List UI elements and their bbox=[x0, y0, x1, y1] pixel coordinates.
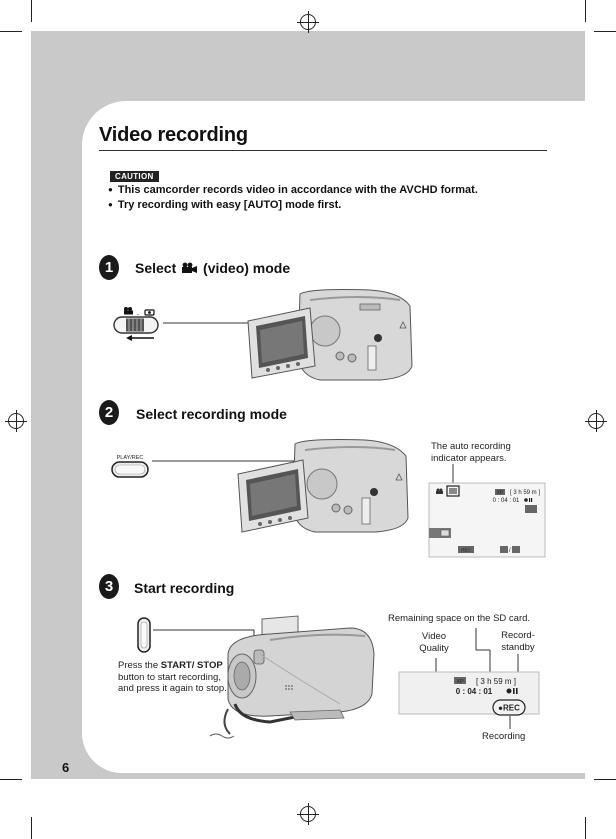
annotation-line: standby bbox=[501, 642, 535, 653]
start-stop-button[interactable] bbox=[136, 616, 152, 654]
page-title: Video recording bbox=[99, 124, 248, 146]
lcd-remaining: [ 3 h 59 m ] bbox=[476, 677, 516, 686]
recording-label: Recording bbox=[482, 731, 526, 742]
step-title-1-pre: Select bbox=[135, 260, 177, 276]
registration-mark bbox=[5, 410, 27, 432]
title-divider bbox=[99, 150, 547, 151]
camcorder-illustration bbox=[163, 289, 413, 381]
mode-switch[interactable]: . bbox=[110, 304, 166, 344]
start-stop-label: START/ STOP bbox=[160, 660, 223, 671]
video-camera-icon bbox=[182, 262, 198, 273]
registration-mark bbox=[585, 410, 607, 432]
start-stop-instruction: Press the START/ STOP button to start re… bbox=[118, 660, 228, 695]
registration-mark bbox=[297, 11, 319, 33]
instruction-text: button to start recording, and press it … bbox=[118, 671, 227, 695]
lcd-screen-recording: XP [ 3 h 59 m ] 0 : 04 : 01 ●REC bbox=[398, 628, 540, 729]
svg-text:/: / bbox=[509, 548, 511, 554]
svg-text:.: . bbox=[137, 308, 139, 317]
camcorder-illustration bbox=[153, 615, 375, 739]
step-number-3: 3 bbox=[99, 574, 119, 599]
auto-indicator-annotation: The auto recording indicator appears. bbox=[431, 441, 511, 465]
annotation-line: Record- bbox=[501, 630, 535, 641]
crop-mark bbox=[585, 817, 586, 839]
lcd-quality: XP bbox=[497, 490, 504, 496]
lcd-time: 0 : 04 : 01 bbox=[456, 687, 493, 696]
lcd-quality: XP bbox=[456, 679, 464, 685]
camcorder-illustration bbox=[152, 439, 409, 533]
annotation-line: The auto recording bbox=[431, 441, 511, 452]
step-title-2: Select recording mode bbox=[136, 406, 287, 422]
step-title-1: Select (video) mode bbox=[135, 260, 290, 276]
caution-item: This camcorder records video in accordan… bbox=[108, 183, 478, 198]
annotation-line: Quality bbox=[419, 643, 449, 654]
lcd-remaining: [ 3 h 59 m ] bbox=[510, 490, 540, 496]
lcd-rec: REC bbox=[461, 548, 471, 553]
step-number-2: 2 bbox=[99, 400, 119, 425]
video-mode-icon bbox=[436, 488, 443, 494]
play-rec-label: PLAY/REC bbox=[117, 455, 144, 461]
step-title-3: Start recording bbox=[134, 580, 235, 596]
crop-mark bbox=[0, 31, 22, 32]
crop-mark bbox=[31, 0, 32, 22]
step-title-1-post: (video) mode bbox=[203, 260, 291, 276]
crop-mark bbox=[0, 779, 22, 780]
crop-mark bbox=[594, 779, 616, 780]
registration-mark bbox=[297, 803, 319, 825]
video-mode-icon bbox=[124, 307, 133, 315]
step-number-1: 1 bbox=[99, 255, 119, 280]
annotation-line: indicator appears. bbox=[431, 453, 507, 464]
crop-mark bbox=[31, 817, 32, 839]
lcd-rec-indicator: ●REC bbox=[498, 704, 520, 713]
instruction-text: Press the bbox=[118, 660, 161, 671]
remaining-space-label: Remaining space on the SD card. bbox=[388, 613, 531, 624]
page-number: 6 bbox=[62, 760, 70, 775]
video-quality-label: Video Quality bbox=[416, 631, 452, 655]
annotation-line: Video bbox=[421, 631, 447, 642]
record-standby-label: Record- standby bbox=[497, 630, 539, 654]
caution-badge: CAUTION bbox=[110, 171, 159, 182]
caution-item: Try recording with easy [AUTO] mode firs… bbox=[108, 198, 478, 213]
still-camera-icon bbox=[144, 309, 155, 316]
crop-mark bbox=[594, 31, 616, 32]
lcd-time: 0 : 04 : 01 bbox=[493, 498, 520, 504]
play-rec-button[interactable]: PLAY/REC bbox=[108, 452, 152, 480]
caution-list: This camcorder records video in accordan… bbox=[108, 183, 478, 213]
lcd-screen-auto: XP [ 3 h 59 m ] 0 : 04 : 01 REC / bbox=[428, 464, 546, 558]
crop-mark bbox=[585, 0, 586, 22]
